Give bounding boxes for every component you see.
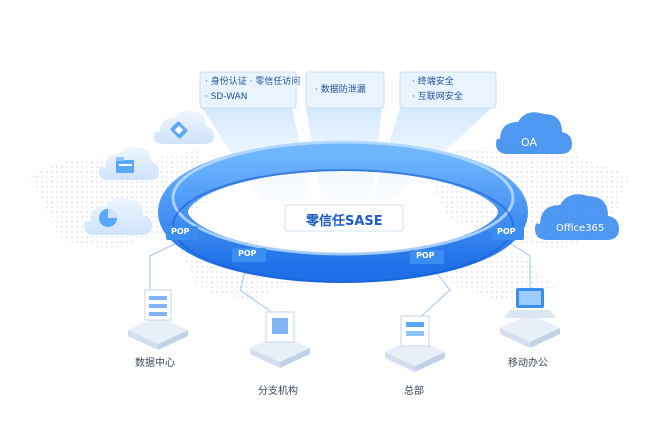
site-icons [128,288,560,372]
datacenter-icon [128,289,188,350]
feature-panel-1 [199,71,297,109]
feature-3-line-2: · 互联网安全 [412,92,463,102]
feature-panel-3-text: · 终端安全 · 互联网安全 [412,75,463,105]
feature-panel-2 [305,71,385,109]
feature-2-line-1: · 数据防泄漏 [315,85,366,95]
pop-label-2: POP [238,249,257,258]
site-label-mobile: 移动办公 [508,358,548,369]
feature-panel-2-text: · 数据防泄漏 [315,83,366,98]
pop-label-4: POP [497,227,516,236]
title-text: 零信任SASE [306,214,383,229]
site-label-branch: 分支机构 [258,386,298,397]
pop-tag-3 [410,250,444,264]
left-clouds [84,110,214,235]
feature-1-line-1: · 身份认证 · 零信任访问 [205,77,301,87]
site-label-datacenter: 数据中心 [135,358,175,369]
shield-icon [170,121,188,139]
feature-panel-3 [399,71,497,109]
pop-tag-1 [166,226,198,240]
feature-3-line-1: · 终端安全 [412,77,454,87]
cloud-oa [496,112,572,154]
headquarters-icon [385,315,445,372]
branch-office-icon [250,311,310,368]
pop-label-1: POP [171,227,190,236]
cloud-pie [84,197,152,235]
pop-tag-2 [232,248,266,262]
pop-label-3: POP [416,251,435,260]
cloud-folder [99,146,159,180]
site-label-hq: 总部 [404,386,424,397]
mobile-office-icon [500,288,560,348]
feature-panels [199,71,497,109]
cloud-security-left [154,110,214,144]
pie-chart-icon [99,209,117,227]
feature-panel-1-text: · 身份认证 · 零信任访问 · SD-WAN [205,75,300,105]
title-plate [284,204,404,232]
pop-tag-4 [492,226,524,240]
pop-tags [166,226,524,264]
cloud-oa-label: OA [521,136,537,149]
feature-1-line-2: · SD-WAN [205,92,248,102]
cloud-office365-label: Office365 [556,223,605,234]
right-clouds [496,112,619,240]
cloud-office365 [535,194,619,240]
folder-icon [116,157,134,173]
